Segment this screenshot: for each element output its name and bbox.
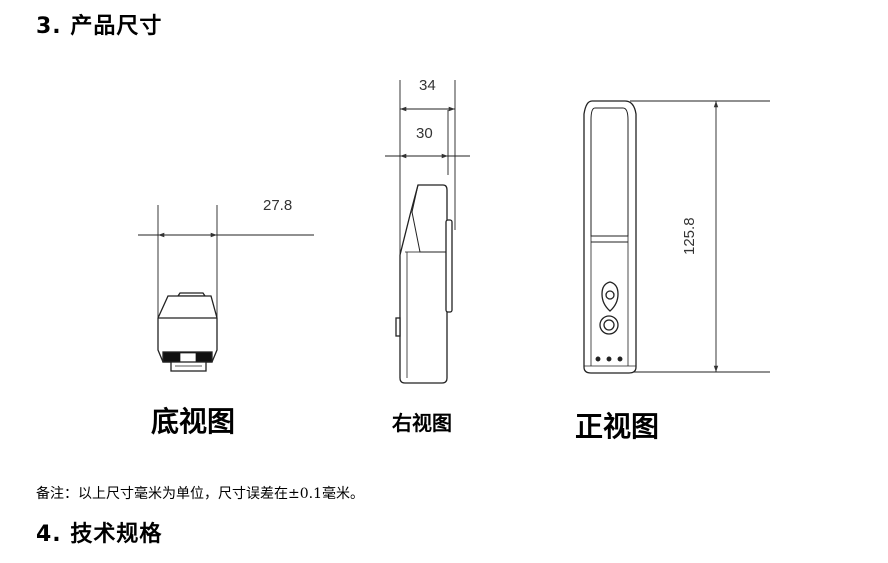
section-heading-specifications: 4. 技术规格 <box>36 522 163 547</box>
dimension-note: 备注：以上尺寸毫米为单位，尺寸误差在±0.1毫米。 <box>36 486 364 502</box>
front-view-drawing <box>583 100 770 374</box>
front-view-label: 正视图 <box>575 410 660 443</box>
right-view-label: 右视图 <box>392 411 452 435</box>
right-view-inner-dimension: 30 <box>416 125 433 142</box>
front-view-dimension: 125.8 <box>681 217 698 255</box>
bottom-view-drawing <box>138 205 314 372</box>
right-view-drawing <box>385 80 470 384</box>
section-heading-dimensions: 3. 产品尺寸 <box>36 14 163 39</box>
bottom-view-label: 底视图 <box>151 405 236 438</box>
right-view-outer-dimension: 34 <box>419 77 436 94</box>
bottom-view-dimension: 27.8 <box>263 197 292 214</box>
